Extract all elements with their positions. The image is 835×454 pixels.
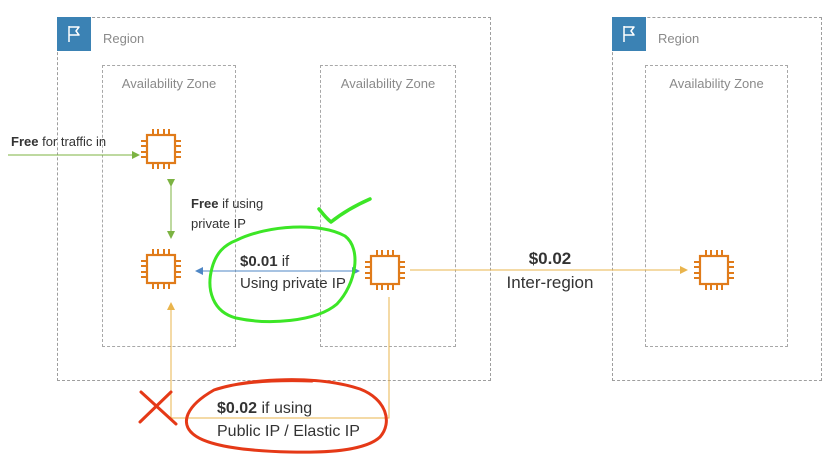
region-right-box [612, 17, 822, 381]
availability-zone-3-box [645, 65, 788, 347]
availability-zone-1-label: Availability Zone [121, 76, 217, 91]
availability-zone-3-label: Availability Zone [669, 76, 764, 91]
red-cross-mark [138, 390, 178, 426]
region-left-label: Region [103, 31, 145, 46]
ec2-chip-icon [694, 250, 734, 290]
ec2-chip-icon [141, 249, 181, 289]
free-private-ip-label: Free if using private IP [191, 196, 264, 231]
region-right-label: Region [658, 31, 700, 46]
flag-icon [57, 17, 91, 51]
availability-zone-2-box [320, 65, 456, 347]
free-traffic-in-label: Free for traffic in [11, 134, 107, 149]
cost-private-ip-label: $0.01 if Using private IP [240, 253, 346, 292]
cost-public-ip-label: $0.02 if using Public IP / Elastic IP [217, 400, 360, 440]
ec2-chip-icon [365, 250, 405, 290]
flag-icon [612, 17, 646, 51]
availability-zone-2-label: Availability Zone [340, 76, 436, 91]
cost-inter-region-label: $0.02 Inter-region [506, 249, 594, 292]
availability-zone-1-box [102, 65, 236, 347]
ec2-chip-icon [141, 129, 181, 169]
